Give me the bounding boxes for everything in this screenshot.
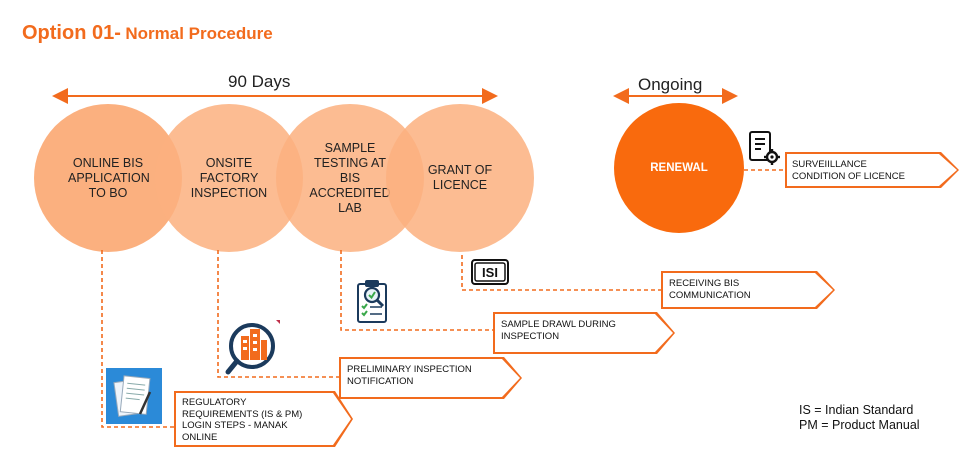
clipboard-magnifier-icon <box>357 280 387 323</box>
callout-surveillance: SURVEIILLANCE CONDITION OF LICENCE <box>787 154 957 186</box>
step-circle-factory-inspection: ONSITE FACTORY INSPECTION <box>155 104 303 252</box>
isi-mark-icon: ISI <box>471 259 509 285</box>
callout-receiving: RECEIVING BIS COMMUNICATION <box>663 273 833 307</box>
connector-receiving <box>461 255 662 291</box>
svg-text:ISI: ISI <box>482 265 498 280</box>
step-label: GRANT OF LICENCE <box>427 163 493 192</box>
title-prefix: Option 01- <box>22 22 121 44</box>
title-suffix: Normal Procedure <box>125 24 273 43</box>
documents-pen-icon <box>106 368 162 424</box>
legend-pm: PM = Product Manual <box>799 418 920 432</box>
document-gear-icon <box>749 131 780 165</box>
page-title: Option 01- Normal Procedure <box>22 22 273 45</box>
legend: IS = Indian Standard PM = Product Manual <box>799 403 920 433</box>
callout-sample: SAMPLE DRAWL DURING INSPECTION <box>495 314 673 352</box>
callout-preliminary: PRELIMINARY INSPECTION NOTIFICATION <box>341 359 520 397</box>
callout-regulatory: REGULATORY REQUIREMENTS (IS & PM) LOGIN … <box>176 393 351 445</box>
timeline-label: 90 Days <box>228 72 291 91</box>
step-label: ONSITE FACTORY INSPECTION <box>190 155 268 200</box>
legend-is: IS = Indian Standard <box>799 403 914 417</box>
building-magnifier-icon <box>225 320 280 375</box>
connector-preliminary <box>217 250 340 378</box>
step-label: ONLINE BIS APPLICATION TO BO <box>68 155 150 200</box>
step-label: SAMPLE TESTING AT BIS ACCREDITED LAB <box>309 140 391 215</box>
connector-sample <box>340 250 493 331</box>
step-circle-grant-licence: GRANT OF LICENCE <box>386 104 534 252</box>
renewal-label: RENEWAL <box>650 161 708 174</box>
connector-regulatory <box>101 250 175 428</box>
renewal-circle: RENEWAL <box>614 103 744 233</box>
